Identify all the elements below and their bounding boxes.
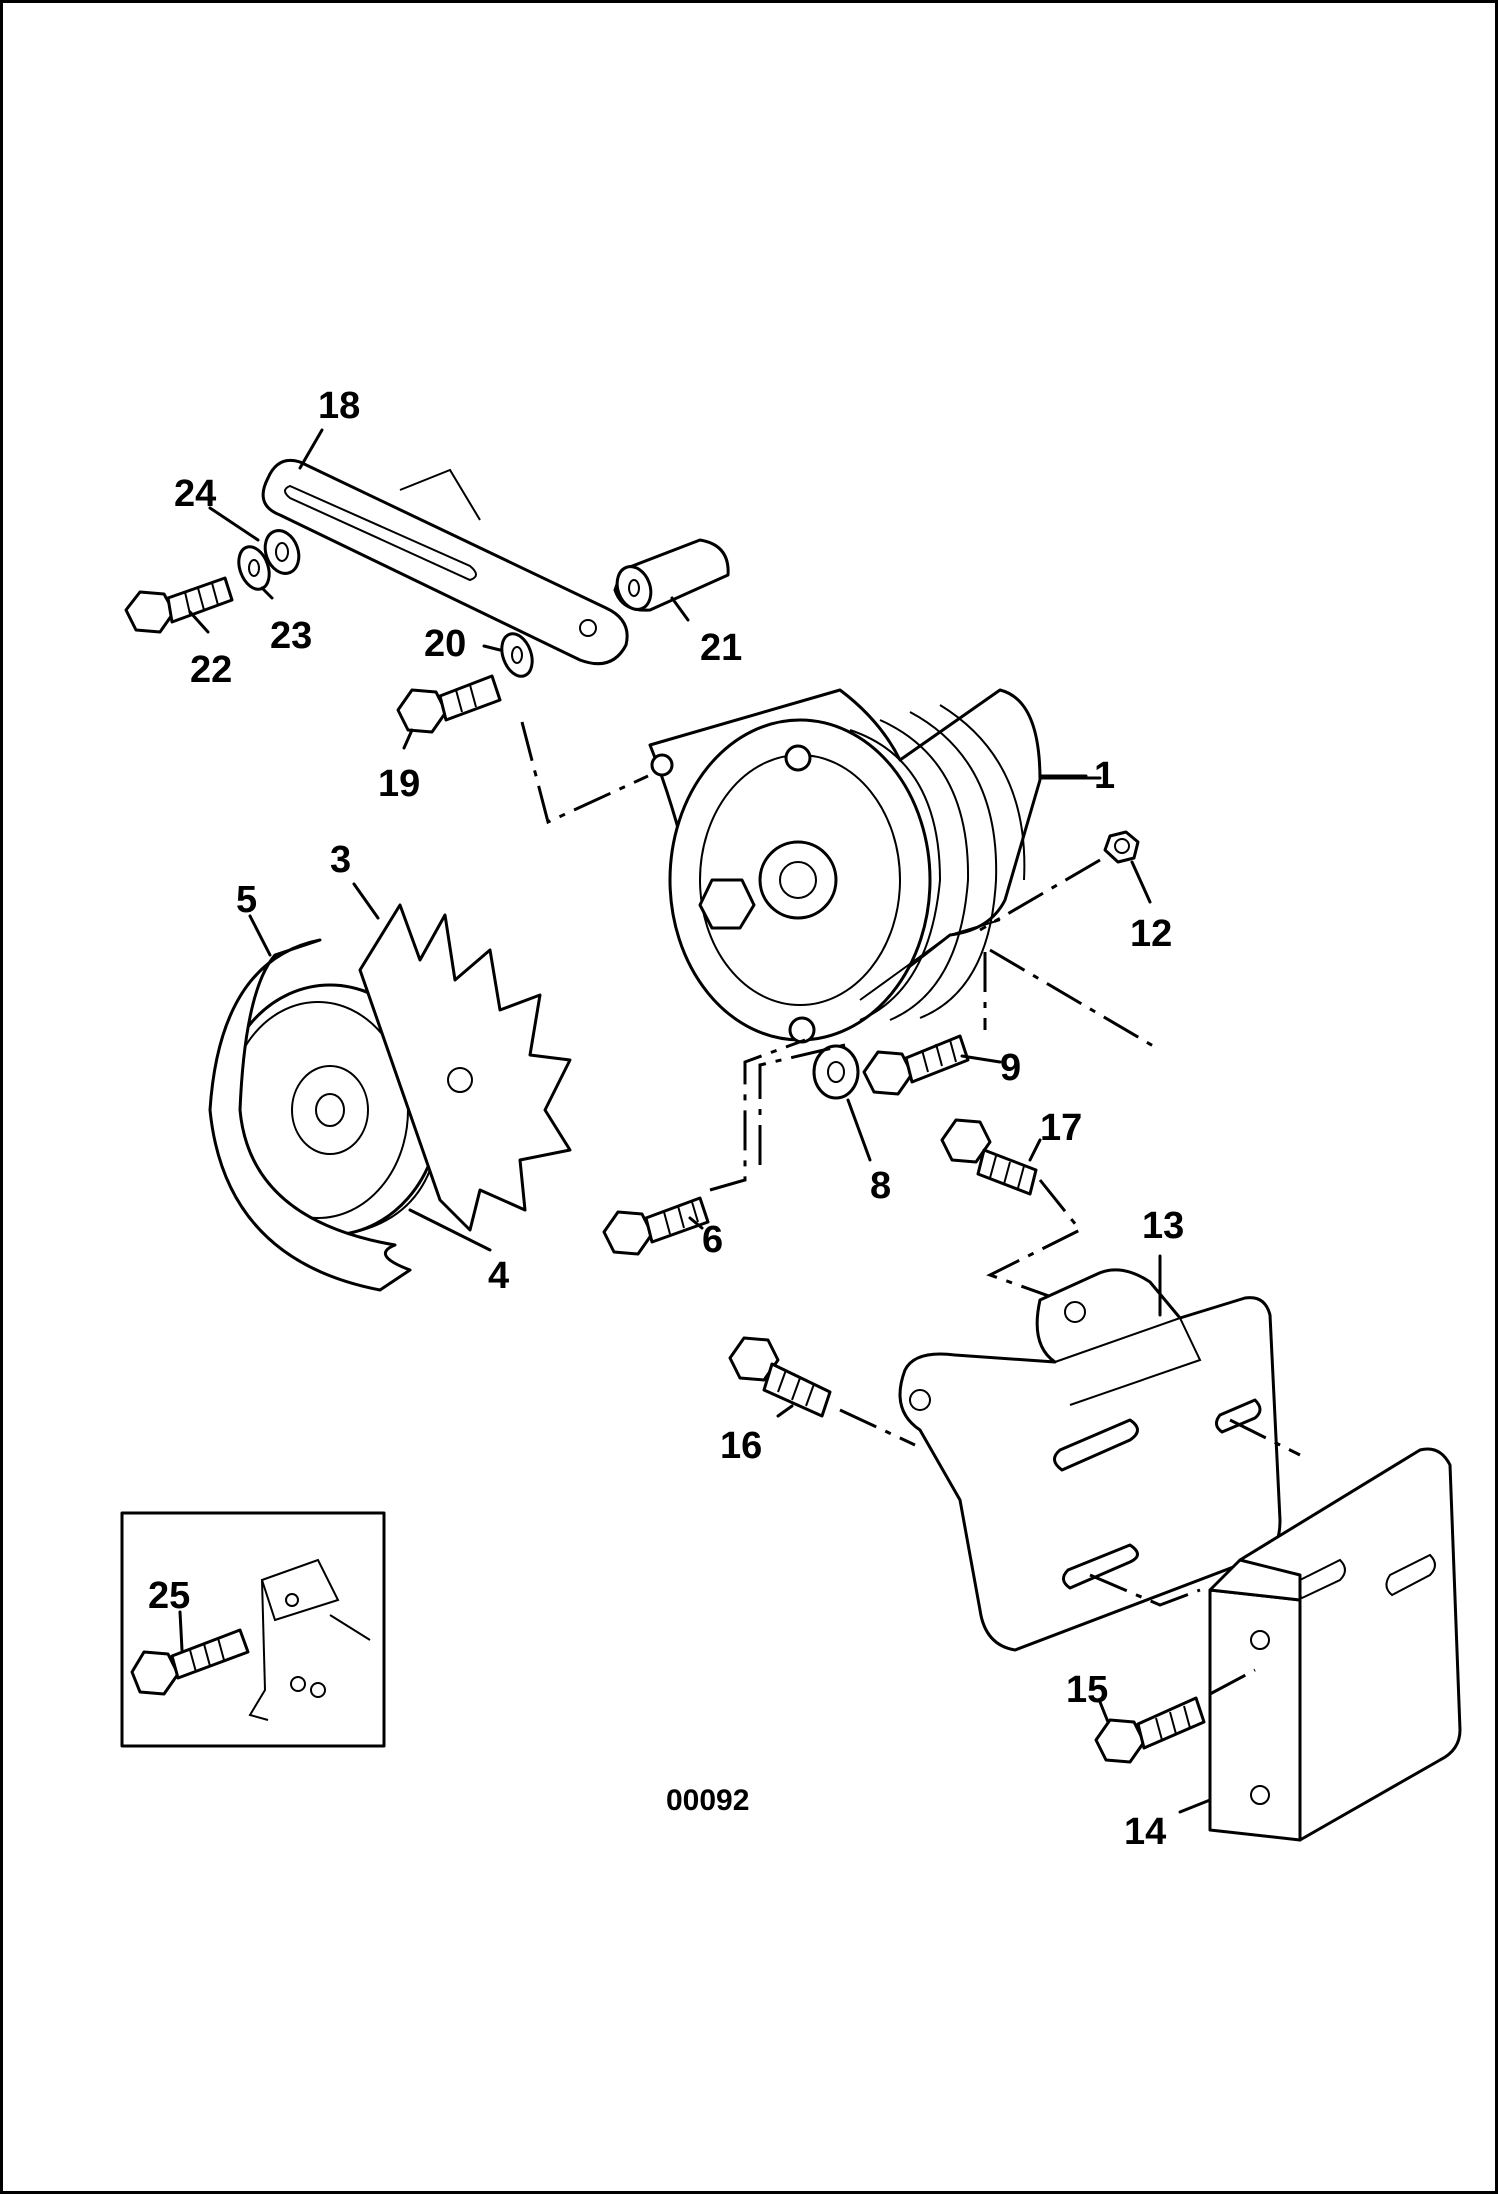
fan-icon bbox=[358, 903, 572, 1232]
callout-labels: 18 24 23 22 20 21 19 1 12 3 5 4 6 8 9 17… bbox=[148, 385, 1184, 1853]
callout-14: 14 bbox=[1124, 1811, 1166, 1853]
callout-24: 24 bbox=[174, 473, 216, 515]
mounting-plate-icon bbox=[1208, 1447, 1462, 1842]
bolt-icon bbox=[602, 1196, 710, 1256]
callout-4: 4 bbox=[488, 1255, 509, 1297]
callout-23: 23 bbox=[270, 615, 312, 657]
bracket-icon bbox=[898, 1268, 1282, 1652]
bolt-icon bbox=[1094, 1696, 1206, 1764]
figure-id: 00092 bbox=[666, 1784, 749, 1817]
callout-5: 5 bbox=[236, 879, 257, 921]
callout-1: 1 bbox=[1094, 755, 1115, 797]
callout-9: 9 bbox=[1000, 1047, 1021, 1089]
callout-13: 13 bbox=[1142, 1205, 1184, 1247]
adjusting-link-icon bbox=[261, 458, 629, 666]
bolt-icon bbox=[862, 1034, 970, 1096]
alternator-icon bbox=[648, 688, 1042, 1044]
bolt-icon bbox=[396, 632, 534, 734]
washer-icon bbox=[237, 529, 301, 591]
callout-18: 18 bbox=[318, 385, 360, 427]
leader-lines bbox=[178, 428, 1212, 1814]
bolt-icon bbox=[124, 576, 234, 634]
washer-icon bbox=[812, 1044, 860, 1100]
callout-22: 22 bbox=[190, 649, 232, 691]
callout-25: 25 bbox=[148, 1575, 190, 1617]
callout-6: 6 bbox=[702, 1219, 723, 1261]
callout-19: 19 bbox=[378, 763, 420, 805]
bolt-icon bbox=[940, 1118, 1038, 1196]
inset-detail bbox=[120, 1511, 386, 1748]
callout-20: 20 bbox=[424, 623, 466, 665]
callout-15: 15 bbox=[1066, 1669, 1108, 1711]
callout-21: 21 bbox=[700, 627, 742, 669]
callout-17: 17 bbox=[1040, 1107, 1082, 1149]
callout-8: 8 bbox=[870, 1165, 891, 1207]
nut-icon bbox=[1103, 830, 1140, 864]
belt-guard-icon bbox=[208, 938, 412, 1292]
callout-12: 12 bbox=[1130, 913, 1172, 955]
bolt-icon bbox=[728, 1336, 832, 1418]
callout-3: 3 bbox=[330, 839, 351, 881]
spacer-icon bbox=[613, 538, 730, 612]
callout-16: 16 bbox=[720, 1425, 762, 1467]
